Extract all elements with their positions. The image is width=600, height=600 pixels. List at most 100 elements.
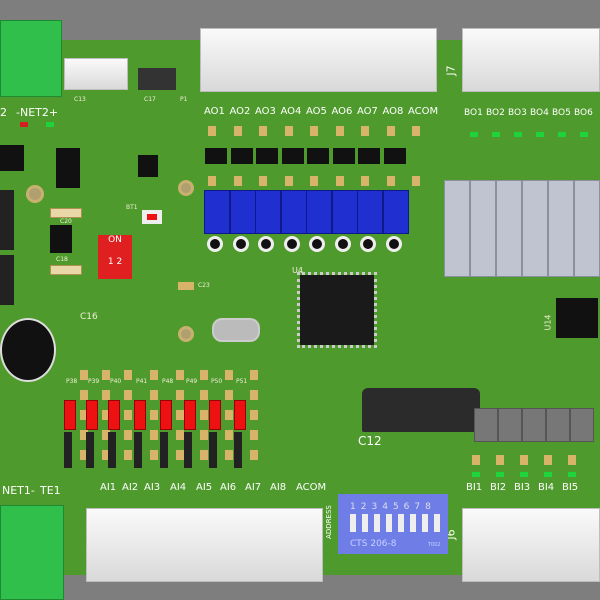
address-code: T002 [428, 542, 441, 548]
resistor [361, 176, 369, 186]
relay [470, 180, 496, 277]
jumper[interactable] [64, 400, 76, 430]
led-red [20, 122, 28, 127]
address-dip-lever[interactable] [386, 514, 392, 532]
address-position-number: 6 [403, 502, 410, 512]
capacitor-radial [309, 236, 325, 252]
address-dip-lever[interactable] [422, 514, 428, 532]
potentiometer[interactable] [204, 190, 230, 234]
pin-header [86, 432, 94, 468]
jumper-label: P38 [66, 378, 78, 385]
address-dip-lever[interactable] [398, 514, 404, 532]
jumper[interactable] [108, 400, 120, 430]
potentiometer[interactable] [331, 190, 358, 234]
crystal [212, 318, 260, 342]
ao-label: AO6 [331, 106, 353, 117]
resistor [124, 370, 132, 380]
potentiometer[interactable] [357, 190, 383, 234]
jumper-label: P50 [211, 378, 223, 385]
address-dip-lever[interactable] [374, 514, 380, 532]
p1-label: P1 [180, 96, 188, 103]
capacitor-radial [385, 236, 402, 252]
bi-label: BI2 [490, 482, 507, 493]
mount-hole [178, 326, 194, 342]
address-dip-lever[interactable] [362, 514, 368, 532]
opamp-ic [307, 148, 329, 164]
potentiometer[interactable] [280, 190, 307, 234]
resistor [200, 410, 208, 420]
jumper[interactable] [134, 400, 146, 430]
optocoupler [546, 408, 570, 442]
resistor [496, 455, 504, 465]
opamp-ic [256, 148, 278, 164]
ic-left [0, 145, 24, 171]
resistor [80, 450, 88, 460]
resistor [284, 176, 293, 186]
jumper[interactable] [184, 400, 196, 430]
resistor [102, 430, 110, 440]
led-green [536, 132, 544, 137]
resistor [208, 126, 216, 136]
resistor [412, 126, 420, 136]
dip-switch-s1[interactable]: ON 1 2 [98, 235, 132, 279]
address-dip-lever[interactable] [350, 514, 356, 532]
resistor [102, 410, 110, 420]
capacitor-radial [334, 236, 351, 252]
jumper[interactable] [160, 400, 172, 430]
capacitor-c20 [50, 208, 82, 218]
ai-label: AI2 [122, 482, 139, 493]
opamp-ic [230, 148, 253, 164]
connector-ai [86, 508, 323, 582]
resistor [520, 455, 528, 465]
u14-label: U14 [543, 314, 553, 331]
resistor [124, 450, 132, 460]
resistor [225, 430, 233, 440]
net2-label: -NET2+ [16, 106, 59, 119]
opamp-ic [205, 148, 227, 164]
pin-header [160, 432, 168, 468]
ao-label: ACOM [408, 106, 439, 117]
resistor [102, 450, 110, 460]
jumper[interactable] [86, 400, 98, 430]
resistor [233, 176, 242, 186]
pin-header [134, 432, 142, 468]
address-dip-lever[interactable] [434, 514, 440, 532]
opamp-ic [332, 148, 355, 164]
relay [548, 180, 574, 277]
jumper-label: P51 [236, 378, 248, 385]
led-green [514, 132, 522, 137]
capacitor-c18 [50, 265, 82, 275]
opamp-ic [281, 148, 304, 164]
potentiometer[interactable] [382, 190, 409, 234]
terminal-net1 [0, 505, 64, 600]
resistor [259, 126, 267, 136]
c18-label: C18 [56, 256, 68, 263]
resistor [250, 450, 258, 460]
pin-header [209, 432, 217, 468]
capacitor-radial [207, 236, 223, 252]
jumper[interactable] [209, 400, 221, 430]
led-green [580, 132, 588, 137]
resistor [176, 430, 184, 440]
potentiometer[interactable] [306, 190, 332, 234]
led-green [520, 472, 528, 477]
jumper-label: P49 [186, 378, 198, 385]
bo-label: BO5 [552, 108, 571, 118]
net1-label: NET1- [2, 484, 35, 497]
potentiometer[interactable] [255, 190, 281, 234]
optocoupler [570, 408, 594, 442]
ai-label: AI3 [144, 482, 161, 493]
led-green [496, 472, 504, 477]
resistor [225, 410, 233, 420]
s1-pos-2: 2 [116, 257, 123, 267]
address-dip-lever[interactable] [410, 514, 416, 532]
address-position-number: 7 [414, 502, 421, 512]
resistor [200, 430, 208, 440]
potentiometer[interactable] [229, 190, 256, 234]
jumper[interactable] [234, 400, 246, 430]
relay [522, 180, 548, 277]
capacitor-radial [258, 236, 274, 252]
address-position-number: 5 [392, 502, 399, 512]
